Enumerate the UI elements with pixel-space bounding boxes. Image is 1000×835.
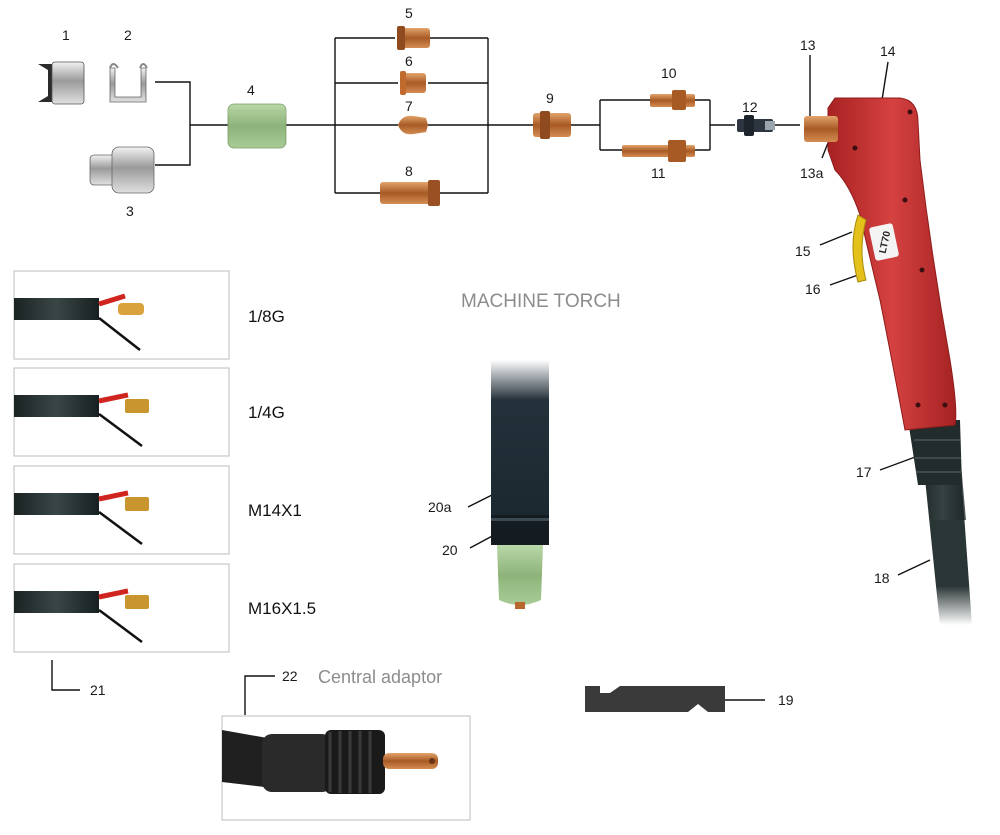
hand-torch: LT70 <box>804 97 972 625</box>
label-7: 7 <box>405 98 413 114</box>
tip-5-part <box>397 26 430 50</box>
label-2: 2 <box>124 27 132 43</box>
cable-1 <box>14 293 144 351</box>
label-16: 16 <box>805 281 821 297</box>
label-6: 6 <box>405 53 413 69</box>
label-11: 11 <box>651 165 666 181</box>
electrode-7-part <box>398 115 428 135</box>
long-tip-8-part <box>380 180 440 206</box>
machine-torch-heading: MACHINE TORCH <box>461 291 621 312</box>
label-4: 4 <box>247 82 255 98</box>
spec-label-2: 1/4G <box>248 403 285 422</box>
label-17: 17 <box>856 464 872 480</box>
label-13: 13 <box>800 37 816 53</box>
cable-3 <box>14 490 149 546</box>
connection-boxes <box>13 270 230 653</box>
label-20: 20 <box>442 542 458 558</box>
label-9: 9 <box>546 90 554 106</box>
label-18: 18 <box>874 570 890 586</box>
cable-2 <box>14 392 149 448</box>
swirl-ring-9-part <box>533 111 571 139</box>
spec-label-3: M14X1 <box>248 501 302 520</box>
central-adaptor <box>221 715 471 821</box>
label-3: 3 <box>126 203 134 219</box>
machine-torch <box>491 360 549 609</box>
torch-brand-label: LT70 <box>878 230 894 255</box>
tip-6-part <box>400 71 426 95</box>
ceramic-cup-part <box>227 103 287 149</box>
connector-lines <box>51 37 931 715</box>
label-8: 8 <box>405 163 413 179</box>
cable-4 <box>14 588 149 644</box>
electrode-10-part <box>650 90 695 110</box>
connector-12-part <box>737 115 775 136</box>
label-10: 10 <box>661 65 677 81</box>
label-19: 19 <box>778 692 794 708</box>
central-adaptor-caption: Central adaptor <box>318 667 442 687</box>
spanner-tool-19 <box>585 686 725 712</box>
electrode-11-part <box>622 140 695 162</box>
label-21: 21 <box>90 682 106 698</box>
label-5: 5 <box>405 5 413 21</box>
spec-label-4: M16X1.5 <box>248 599 316 618</box>
spacer-clip-part <box>109 63 148 103</box>
label-13a: 13a <box>800 165 824 181</box>
label-1: 1 <box>62 27 70 43</box>
label-15: 15 <box>795 243 811 259</box>
label-20a: 20a <box>428 499 452 515</box>
steel-nozzle-part <box>89 146 155 194</box>
label-22: 22 <box>282 668 298 684</box>
shield-cup-part <box>38 61 85 105</box>
label-12: 12 <box>742 99 758 115</box>
spec-label-1: 1/8G <box>248 307 285 326</box>
label-14: 14 <box>880 43 896 59</box>
